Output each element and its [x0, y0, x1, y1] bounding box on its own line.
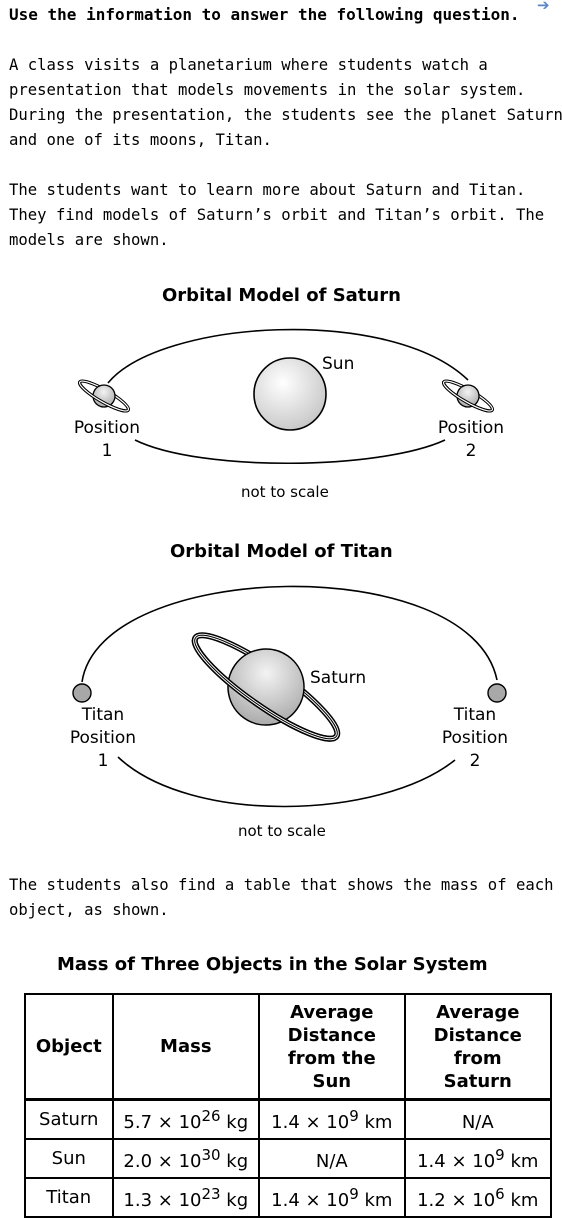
table-intro-line: object, as shown. — [9, 901, 169, 919]
cell-distance-from-sun: 1.4 × 109 km — [258, 1177, 406, 1218]
position-label-line: Position — [437, 418, 505, 438]
cell-object: Saturn — [24, 1098, 114, 1140]
saturn-model-title: Orbital Model of Saturn — [162, 285, 401, 306]
table-row: Saturn 5.7 × 1026 kg 1.4 × 109 km N/A — [24, 1098, 553, 1140]
saturn-position2-icon — [441, 379, 495, 413]
cell-mass: 2.0 × 1030 kg — [111, 1138, 261, 1179]
titan-position2-label: Titan Position 2 — [426, 704, 524, 773]
cell-mass: 5.7 × 1026 kg — [111, 1098, 261, 1140]
header-mass: Mass — [111, 993, 261, 1101]
saturn-position2-label: Position 2 — [422, 417, 520, 463]
saturn-position1-icon — [77, 379, 131, 413]
sun-label: Sun — [322, 354, 355, 374]
intro-line: During the presentation, the students se… — [9, 106, 562, 124]
header-object: Object — [24, 993, 114, 1101]
header-distance-from-saturn: Average Distance from Saturn — [403, 993, 553, 1101]
question-heading: Use the information to answer the follow… — [9, 5, 520, 24]
saturn-icon — [191, 632, 341, 742]
cell-distance-from-saturn: 1.4 × 109 km — [403, 1138, 553, 1179]
saturn-orbit-upper — [107, 328, 469, 384]
models-line: models are shown. — [9, 231, 169, 249]
intro-paragraph: A class visits a planetarium where stude… — [9, 53, 562, 153]
saturn-not-to-scale: not to scale — [241, 483, 329, 501]
table-header-row: Object Mass Average Distance from the Su… — [24, 993, 553, 1101]
position-label-line: 1 — [97, 751, 109, 771]
saturn-label: Saturn — [310, 668, 367, 688]
cell-object: Titan — [24, 1177, 114, 1218]
table-title: Mass of Three Objects in the Solar Syste… — [57, 954, 488, 975]
position-label-line: 1 — [101, 441, 113, 461]
cell-object: Sun — [24, 1138, 114, 1179]
titan-position1-label: Titan Position 1 — [54, 704, 152, 773]
table-intro-paragraph: The students also find a table that show… — [9, 873, 554, 923]
table-row: Titan 1.3 × 1023 kg 1.4 × 109 km 1.2 × 1… — [24, 1177, 553, 1218]
sun-icon — [253, 357, 327, 431]
saturn-orbit-diagram — [77, 328, 495, 465]
table-row: Sun 2.0 × 1030 kg N/A 1.4 × 109 km — [24, 1138, 553, 1179]
cell-distance-from-sun: 1.4 × 109 km — [258, 1098, 406, 1140]
intro-line: presentation that models movements in th… — [9, 81, 526, 99]
intro-line: and one of its moons, Titan. — [9, 131, 272, 149]
models-line: The students want to learn more about Sa… — [9, 181, 526, 199]
position-label-line: Position — [73, 418, 141, 438]
models-line: They find models of Saturn’s orbit and T… — [9, 206, 545, 224]
titan-orbit-upper — [81, 585, 498, 683]
saturn-position1-label: Position 1 — [58, 417, 156, 463]
models-paragraph: The students want to learn more about Sa… — [9, 178, 544, 253]
titan-position2-icon — [487, 683, 507, 703]
mass-table: Object Mass Average Distance from the Su… — [24, 993, 553, 1218]
titan-not-to-scale: not to scale — [238, 822, 326, 840]
cell-distance-from-sun: N/A — [258, 1138, 406, 1179]
saturn-orbit-lower — [134, 439, 446, 465]
cell-distance-from-saturn: 1.2 × 106 km — [403, 1177, 553, 1218]
arrow-right-icon[interactable]: ➔ — [537, 0, 550, 14]
cell-distance-from-saturn: N/A — [403, 1098, 553, 1140]
titan-orbit-lower — [117, 756, 456, 808]
titan-model-title: Orbital Model of Titan — [170, 541, 393, 562]
position-label-line: Titan — [453, 705, 497, 725]
intro-line: A class visits a planetarium where stude… — [9, 56, 488, 74]
position-label-line: Position — [441, 728, 509, 748]
position-label-line: 2 — [465, 441, 477, 461]
header-distance-from-sun: Average Distance from the Sun — [258, 993, 406, 1101]
table-intro-line: The students also find a table that show… — [9, 876, 554, 894]
position-label-line: Position — [69, 728, 137, 748]
position-label-line: 2 — [469, 751, 481, 771]
titan-position1-icon — [72, 683, 92, 703]
position-label-line: Titan — [81, 705, 125, 725]
titan-orbit-diagram — [72, 585, 507, 808]
cell-mass: 1.3 × 1023 kg — [111, 1177, 261, 1218]
